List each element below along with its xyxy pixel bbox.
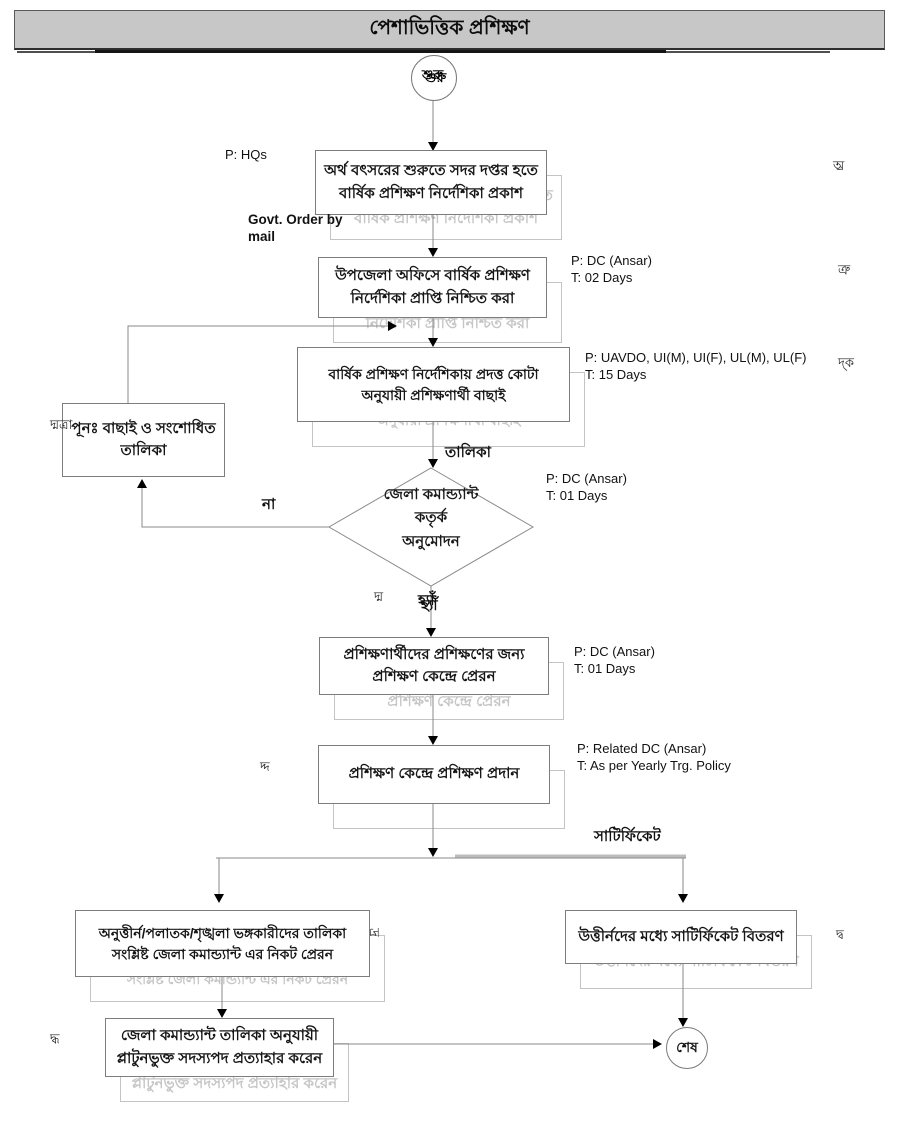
annotation-line: T: As per Yearly Trg. Policy xyxy=(577,758,731,773)
arrowhead-down xyxy=(217,1009,227,1018)
process-line: বার্ষিক প্রশিক্ষণ নির্দেশিকা প্রকাশ xyxy=(339,184,523,202)
title-underline-thick xyxy=(95,50,666,53)
process-line: অনুত্তীর্ন/পলাতক/শৃঙ্খলা ভঙ্গকারীদের তাল… xyxy=(98,924,347,941)
arrowhead-right xyxy=(653,1039,662,1049)
annotation-line: P: DC (Ansar) xyxy=(571,253,652,268)
decision-line: কতৃর্ক xyxy=(414,509,448,527)
start-label-overprint: শুরু xyxy=(425,70,447,85)
annotation-certificate: সাটির্ফিকেট xyxy=(594,828,661,845)
ghost-line: প্রশিক্ষণ কেন্দ্রে প্রেরন xyxy=(387,693,511,710)
decision-line: অনুমোদন xyxy=(402,532,460,550)
arrowhead-down xyxy=(678,1018,688,1027)
annotation-line: T: 15 Days xyxy=(585,367,647,382)
arrowhead-down xyxy=(428,459,438,468)
edge-label-no: না xyxy=(262,496,276,513)
start-label: শুরু xyxy=(422,67,444,82)
annotation-line: P: UAVDO, UI(M), UI(F), UL(M), UL(F) xyxy=(585,350,807,365)
process-line: অর্থ বৎসরের শুরুতে সদর দপ্তর হতে xyxy=(324,162,538,179)
annotation-line: T: 01 Days xyxy=(574,661,636,676)
annotation-receive-pt: P: DC (Ansar) T: 02 Days xyxy=(571,252,652,286)
page-title: পেশাভিত্তিক প্রশিক্ষণ xyxy=(369,17,530,39)
arrowhead-down xyxy=(428,142,438,151)
ghost-line: নির্দেশিকা প্রাপ্তি নিশ্চিত করা xyxy=(365,314,530,332)
arrowhead-down xyxy=(214,894,224,903)
annotation-govt-order: Govt. Order by mail xyxy=(248,211,343,245)
annotation-select-pt: P: UAVDO, UI(M), UI(F), UL(M), UL(F) T: … xyxy=(585,349,806,383)
glyph-artifact: দ্দ xyxy=(260,759,270,774)
process-line: প্লাটুনভুক্ত সদস্যপদ প্রত্যাহার করেন xyxy=(116,1049,323,1067)
process-revised-list: পূনঃ বাছাই ও সংশোধিত তালিকা xyxy=(62,403,225,477)
title-bar: পেশাভিত্তিক প্রশিক্ষণ xyxy=(14,10,885,50)
edge-label-yes-overprint: হ্যাঁ xyxy=(418,592,435,609)
annotation-line: P: DC (Ansar) xyxy=(546,471,627,486)
annotation-line: Govt. Order by xyxy=(248,212,343,227)
ghost-line: প্লাটুনভুক্ত সদস্যপদ প্রত্যাহার করেন xyxy=(131,1074,338,1092)
arrowhead-down xyxy=(428,848,438,857)
arrowhead-down xyxy=(428,248,438,257)
process-publish-guidelines: অর্থ বৎসরের শুরুতে সদর দপ্তর হতে বার্ষিক… xyxy=(315,150,547,215)
annotation-approve-pt: P: DC (Ansar) T: 01 Days xyxy=(546,470,627,504)
process-line: বার্ষিক প্রশিক্ষণ নির্দেশিকায় প্রদত্ত ক… xyxy=(328,365,539,382)
glyph-artifact: ত্রু xyxy=(838,262,851,277)
glyph-artifact: দ্ক xyxy=(838,355,854,370)
glyph-artifact: দ্ম xyxy=(374,589,384,604)
edge-no-branch xyxy=(141,487,329,528)
end-label: শেষ xyxy=(676,1039,698,1055)
process-line: নির্দেশিকা প্রাপ্তি নিশ্চিত করা xyxy=(350,289,515,307)
glyph-artifact: দ্মত্রা xyxy=(50,417,73,432)
process-failed-list: অনুত্তীর্ন/পলাতক/শৃঙ্খলা ভঙ্গকারীদের তাল… xyxy=(75,910,370,977)
annotation-line: T: 02 Days xyxy=(571,270,633,285)
process-withdraw-membership: জেলা কমান্ড্যান্ট তালিকা অনুযায়ী প্লাটু… xyxy=(105,1018,334,1077)
decision-line: জেলা কমান্ড্যান্ট xyxy=(383,486,479,503)
glyph-artifact: দ্র xyxy=(366,928,382,937)
process-send-to-centre: প্রশিক্ষণার্থীদের প্রশিক্ষণের জন্য প্রশি… xyxy=(319,637,549,695)
start-node: শুরু শুরু xyxy=(411,55,457,101)
process-line: উপজেলা অফিসে বার্ষিক প্রশিক্ষণ xyxy=(335,267,530,284)
decision-commandant-approval: জেলা কমান্ড্যান্ট কতৃর্ক অনুমোদন xyxy=(351,483,511,553)
annotation-line: T: 01 Days xyxy=(546,488,608,503)
decision-diamond-shape xyxy=(328,467,534,587)
annotation-send-pt: P: DC (Ansar) T: 01 Days xyxy=(574,643,655,677)
annotation-hq: P: HQs xyxy=(225,147,267,162)
end-node: শেষ xyxy=(666,1027,708,1069)
arrowhead-down xyxy=(426,628,436,637)
arrowhead-down xyxy=(428,736,438,745)
edge-revise-feedback xyxy=(127,325,388,403)
process-line: প্রশিক্ষণ কেন্দ্রে প্রশিক্ষণ প্রদান xyxy=(348,765,520,783)
process-line: প্রশিক্ষণার্থীদের প্রশিক্ষণের জন্য xyxy=(343,645,525,663)
annotation-line: mail xyxy=(248,229,276,244)
glyph-artifact: অ্র xyxy=(833,158,845,173)
edge-label-list: তালিকা xyxy=(445,444,491,461)
arrowhead-up xyxy=(137,479,147,488)
process-line: তালিকা xyxy=(120,442,167,459)
process-line: পূনঃ বাছাই ও সংশোধিত xyxy=(71,419,216,437)
annotation-line: P: Related DC (Ansar) xyxy=(577,741,707,756)
annotation-line: P: DC (Ansar) xyxy=(574,644,655,659)
arrowhead-down xyxy=(678,894,688,903)
process-line: সংশ্লিষ্ট জেলা কমান্ড্যান্ট এর নিকট প্রে… xyxy=(111,945,334,962)
process-provide-training: প্রশিক্ষণ কেন্দ্রে প্রশিক্ষণ প্রদান xyxy=(318,745,550,804)
arrowhead-down xyxy=(428,338,438,347)
process-line: জেলা কমান্ড্যান্ট তালিকা অনুযায়ী xyxy=(120,1027,319,1044)
process-ensure-receipt: উপজেলা অফিসে বার্ষিক প্রশিক্ষণ নির্দেশিক… xyxy=(318,257,547,318)
process-line: অনুযায়ী প্রশিক্ষণার্থী বাছাই xyxy=(361,386,506,403)
arrowhead-right xyxy=(388,321,397,331)
process-select-trainees: বার্ষিক প্রশিক্ষণ নির্দেশিকায় প্রদত্ত ক… xyxy=(297,347,570,422)
process-line: প্রশিক্ষণ কেন্দ্রে প্রেরন xyxy=(372,668,496,685)
process-line: উত্তীর্নদের মধ্যে সাটির্ফিকেট বিতরণ xyxy=(578,927,784,945)
glyph-artifact: দ্ধ xyxy=(50,1031,60,1046)
annotation-train-pt: P: Related DC (Ansar) T: As per Yearly T… xyxy=(577,740,731,774)
edge-label-yes: হ্যাঁ হ্যাঁ xyxy=(418,589,458,619)
process-distribute-certificates: উত্তীর্নদের মধ্যে সাটির্ফিকেট বিতরণ xyxy=(565,910,797,964)
glyph-artifact: দ্ব xyxy=(836,927,844,942)
edge-label-yes-overprint: হ্যাঁ xyxy=(421,597,438,614)
